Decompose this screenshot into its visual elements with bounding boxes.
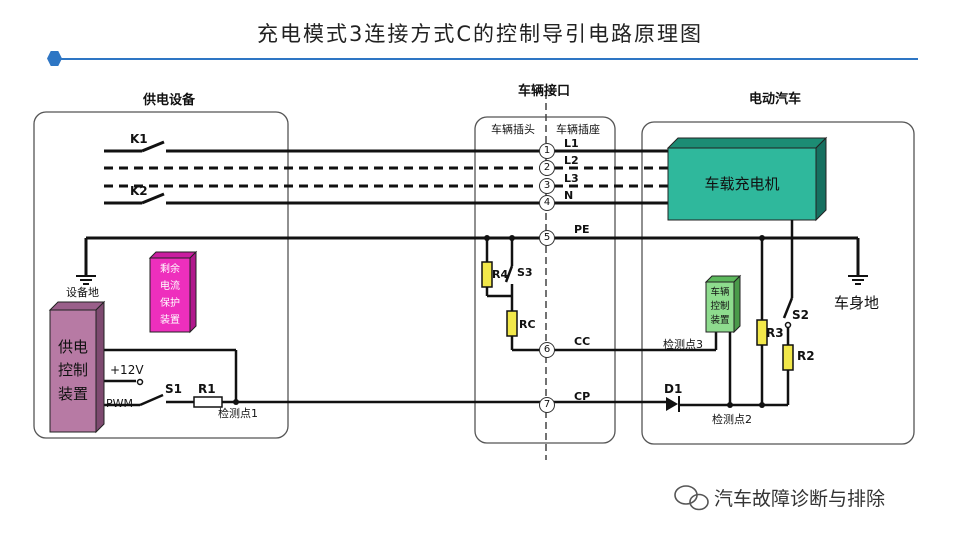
rcd-line4: 装置 — [160, 315, 180, 326]
s2-contact — [784, 321, 792, 329]
pin-1-circle: 1 — [539, 143, 555, 159]
watermark-text: 汽车故障诊断与排除 — [714, 488, 886, 510]
title-rule — [54, 58, 918, 60]
power-lines — [104, 140, 668, 205]
supply-equipment-frame — [33, 111, 289, 439]
s3-label: S3 — [517, 266, 533, 279]
pe-line — [84, 236, 860, 276]
r2-label: R2 — [797, 349, 815, 363]
vehicle-socket-label: 车辆插座 — [556, 123, 600, 136]
test-point2-label: 检测点2 — [712, 413, 752, 426]
body-ground-icon — [848, 275, 868, 285]
watermark: 汽车故障诊断与排除 — [676, 484, 885, 511]
electric-vehicle-frame — [641, 121, 915, 445]
equipment-ground-label: 设备地 — [66, 286, 99, 299]
pin-1-name: L1 — [564, 137, 579, 150]
vehicle-interface-frame — [474, 116, 616, 444]
pin-7-name: CP — [574, 390, 591, 403]
d1-diode-icon — [666, 396, 680, 412]
supply-control-line2: 控制 — [57, 361, 88, 380]
vehicle-plug-label: 车辆插头 — [491, 123, 535, 136]
r2-resistor — [782, 344, 794, 371]
electric-vehicle-label: 电动汽车 — [749, 92, 802, 107]
s2-label: S2 — [792, 308, 809, 322]
vehicle-resistor-network — [760, 220, 794, 405]
rcd-label: 剩余 电流 保护 装置 — [150, 258, 190, 332]
vehicle-control-line2: 控制 — [710, 301, 730, 313]
vehicle-control-line1: 车辆 — [710, 287, 730, 299]
k2-label: K2 — [130, 184, 148, 198]
cc-plug-network — [485, 238, 718, 352]
pin-2-name: L2 — [564, 154, 579, 167]
vehicle-interface-label: 车辆接口 — [518, 84, 571, 99]
equipment-ground-icon — [76, 275, 96, 285]
vehicle-control-box — [704, 274, 742, 334]
pin-6-circle: 6 — [539, 342, 555, 358]
vehicle-control-line3: 装置 — [710, 314, 730, 326]
onboard-charger-box — [666, 136, 828, 222]
test-point1-label: 检测点1 — [218, 407, 258, 420]
rc-label: RC — [519, 318, 536, 331]
pin-4-name: N — [564, 189, 574, 202]
s1-contact — [136, 378, 144, 386]
r4-label: R4 — [492, 268, 509, 281]
pin-3-circle: 3 — [539, 178, 555, 194]
r3-resistor — [756, 319, 768, 346]
wechat-icon — [674, 485, 709, 511]
onboard-charger-label: 车载充电机 — [704, 174, 780, 193]
pin-2-circle: 2 — [539, 160, 555, 176]
rcd-line2: 电流 — [160, 281, 180, 292]
supply-control-wiring — [104, 348, 666, 407]
rcd-line3: 保护 — [160, 298, 180, 309]
pin-3-name: L3 — [564, 172, 579, 185]
k1-label: K1 — [130, 132, 148, 146]
rcd-line1: 剩余 — [160, 264, 180, 275]
page-title: 充电模式3连接方式C的控制导引电路原理图 — [256, 22, 704, 46]
test-point3-label: 检测点3 — [663, 338, 703, 351]
supply-equipment-label: 供电设备 — [143, 93, 196, 108]
pwm-label: PWM — [106, 397, 134, 410]
plus12v-label: +12V — [110, 363, 144, 377]
pin-6-name: CC — [574, 335, 591, 348]
supply-control-line1: 供电 — [57, 338, 88, 357]
d1-label: D1 — [664, 382, 683, 396]
r1-resistor — [193, 396, 223, 408]
pin-7-circle: 7 — [539, 397, 555, 413]
supply-control-line3: 装置 — [57, 384, 88, 403]
r4-resistor — [481, 261, 493, 288]
pin-5-name: PE — [574, 223, 590, 236]
r1-label: R1 — [198, 382, 216, 396]
rcd-box — [148, 250, 198, 334]
vehicle-control-label: 车辆 控制 装置 — [706, 282, 734, 332]
pin-5-circle: 5 — [539, 230, 555, 246]
supply-control-box — [48, 300, 106, 434]
junction-dots — [233, 235, 765, 408]
r3-label: R3 — [766, 326, 784, 340]
supply-control-label: 供电 控制 装置 — [50, 316, 96, 426]
body-ground-label: 车身地 — [834, 294, 880, 312]
rc-resistor — [506, 310, 518, 337]
pin-4-circle: 4 — [539, 195, 555, 211]
s1-label: S1 — [165, 382, 182, 396]
optional-phase-lines — [104, 166, 668, 188]
